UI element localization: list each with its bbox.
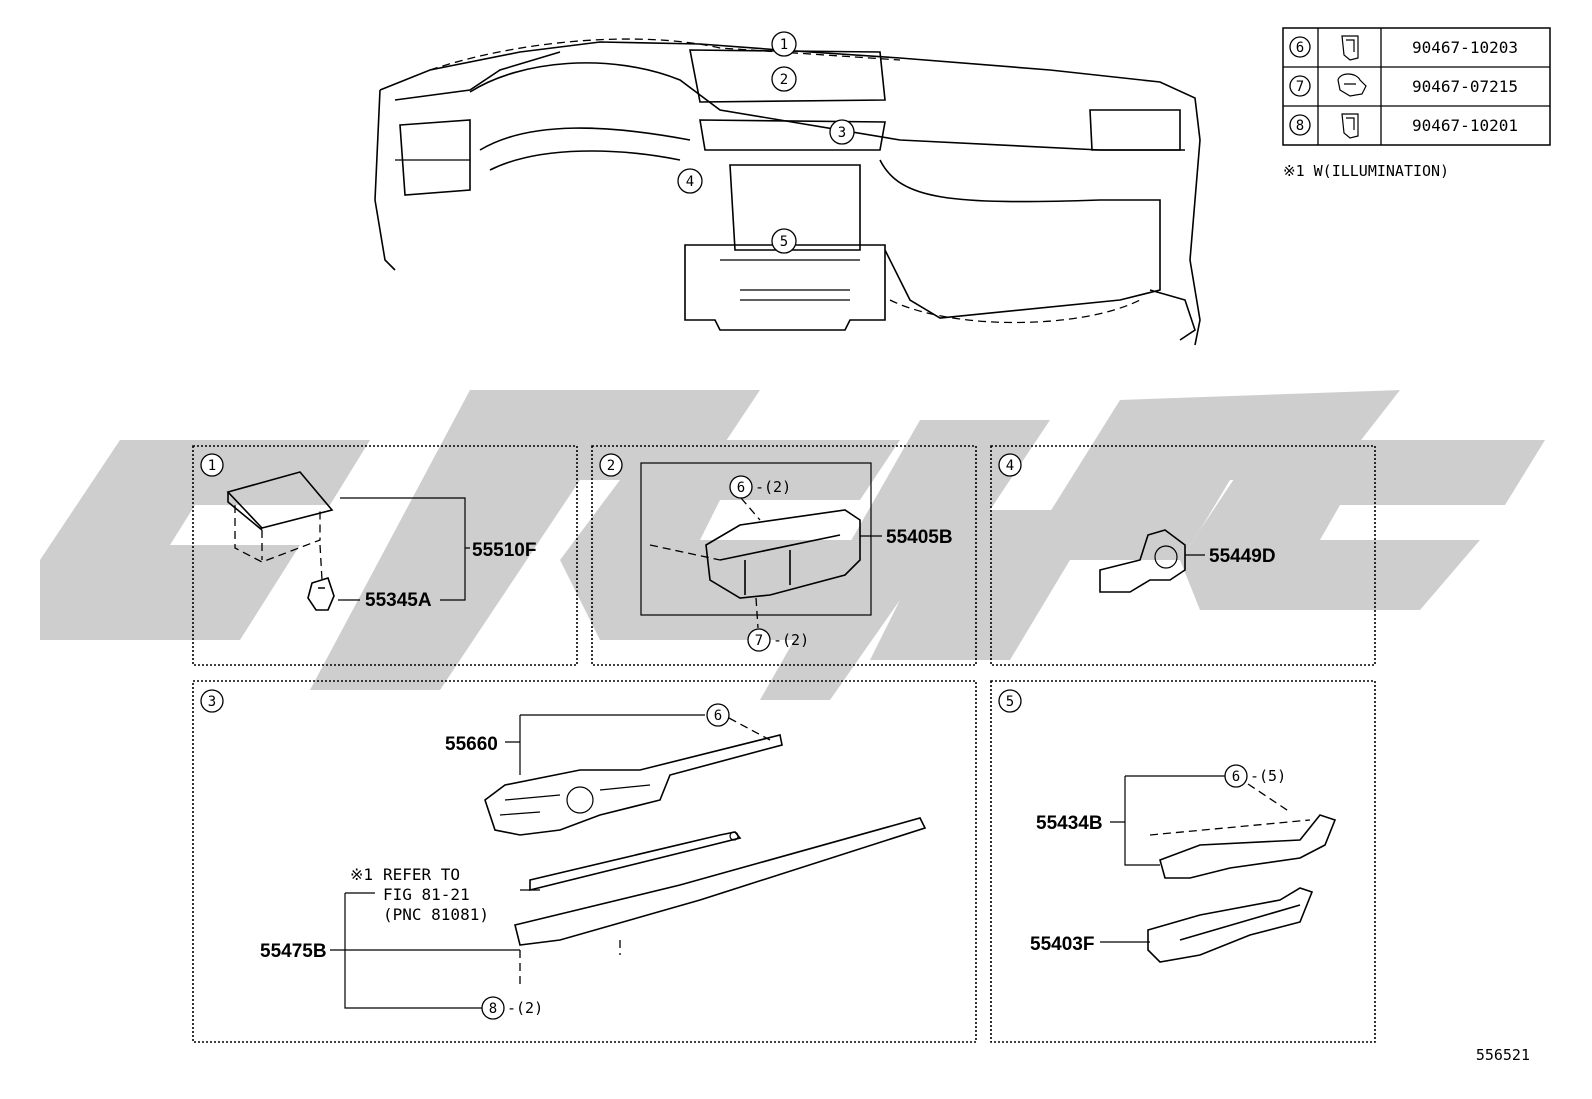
svg-text:6: 6 [1232, 769, 1240, 785]
svg-text:1: 1 [780, 37, 788, 53]
svg-text:1: 1 [208, 458, 216, 474]
overview-callout-5: 5 [771, 228, 797, 254]
svg-text:90467-10203: 90467-10203 [1412, 38, 1518, 57]
lower-bracket-part [1147, 887, 1314, 963]
svg-text:-(2): -(2) [507, 999, 543, 1017]
svg-text:2: 2 [780, 72, 788, 88]
svg-text:6: 6 [714, 708, 722, 724]
overview-callout-4: 4 [677, 168, 703, 194]
svg-text:-(2): -(2) [755, 478, 791, 496]
svg-text:FIG 81-21: FIG 81-21 [383, 885, 470, 904]
svg-text:※1: ※1 [350, 865, 373, 884]
svg-text:8: 8 [1296, 118, 1304, 134]
svg-text:5: 5 [1006, 694, 1014, 710]
cover-part [226, 471, 334, 531]
bezel-part [1099, 529, 1186, 593]
clip-icon [1341, 113, 1359, 139]
svg-text:3: 3 [208, 694, 216, 710]
vent-part [705, 509, 861, 599]
grommet-icon [1337, 73, 1367, 97]
svg-text:6: 6 [737, 480, 745, 496]
dashboard-overview [374, 38, 1201, 346]
diagram-id: 556521 [1476, 1046, 1530, 1064]
svg-text:(PNC 81081): (PNC 81081) [383, 905, 489, 924]
trim-strip-part [514, 817, 927, 946]
label-55510F: 55510F [472, 540, 536, 561]
svg-text:4: 4 [686, 174, 694, 190]
svg-text:7: 7 [1296, 79, 1304, 95]
legend-row-7: 7 90467-07215 [1289, 73, 1518, 97]
clip-part [307, 577, 335, 611]
label-55434B: 55434B [1036, 813, 1103, 834]
overview-callout-3: 3 [829, 119, 855, 145]
overview-callout-1: 1 [771, 31, 797, 57]
panel-3: 3 55660 6 ※1 REFER TO FIG 81-21 (PNC 810… [192, 680, 977, 1043]
center-vent-part [484, 734, 783, 836]
lower-cover-part [1159, 814, 1337, 879]
svg-text:6: 6 [1296, 40, 1304, 56]
svg-text:7: 7 [755, 633, 763, 649]
svg-text:-(5): -(5) [1250, 767, 1286, 785]
svg-text:90467-07215: 90467-07215 [1412, 77, 1518, 96]
label-55403F: 55403F [1030, 934, 1094, 955]
panel-5: 5 6 -(5) 55434B 55403F [990, 680, 1376, 1043]
svg-text:4: 4 [1006, 458, 1014, 474]
svg-text:2: 2 [607, 458, 615, 474]
legend-row-6: 6 90467-10203 [1289, 35, 1518, 61]
label-55449D: 55449D [1209, 546, 1276, 567]
svg-text:-(2): -(2) [773, 631, 809, 649]
panel-4: 4 55449D [990, 445, 1376, 666]
label-55475B: 55475B [260, 941, 327, 962]
label-55660: 55660 [445, 734, 498, 755]
legend-note: ※1 W(ILLUMINATION) [1283, 162, 1449, 180]
svg-text:8: 8 [489, 1001, 497, 1017]
svg-text:90467-10201: 90467-10201 [1412, 116, 1518, 135]
panel-1: 1 55510F 55345A [192, 445, 578, 666]
panel-2: 2 6 -(2) 55405B 7 -(2) [591, 445, 977, 666]
overview-callout-2: 2 [771, 66, 797, 92]
legend-row-8: 8 90467-10201 [1289, 113, 1518, 139]
fastener-legend-table: 6 90467-10203 7 90467-07215 8 90467-1020… [1282, 27, 1551, 146]
clip-icon [1341, 35, 1359, 61]
svg-text:5: 5 [780, 234, 788, 250]
label-55345A: 55345A [365, 590, 432, 611]
svg-text:3: 3 [838, 125, 846, 141]
svg-text:REFER TO: REFER TO [383, 865, 460, 884]
watermark-logo [40, 390, 1545, 700]
label-55405B: 55405B [886, 527, 953, 548]
